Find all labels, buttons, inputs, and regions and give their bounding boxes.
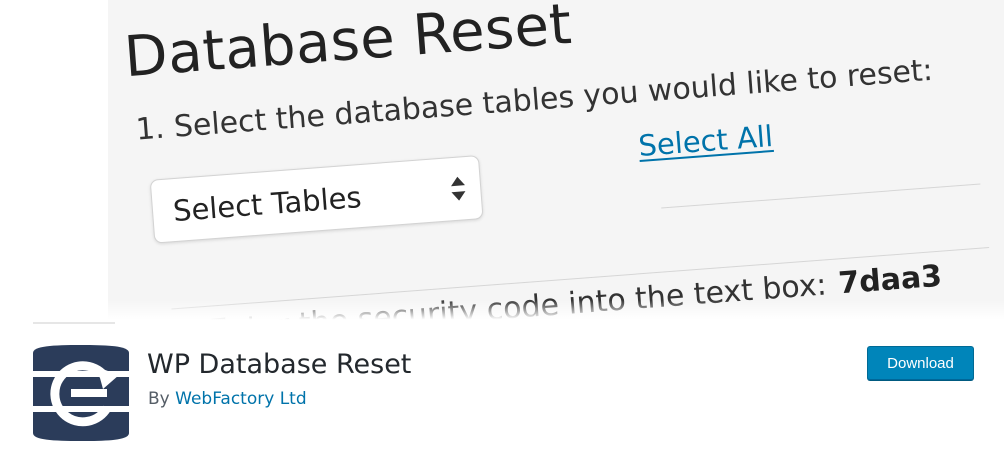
banner-divider bbox=[661, 183, 981, 209]
download-button[interactable]: Download bbox=[867, 346, 974, 381]
plugin-icon bbox=[33, 345, 129, 441]
banner-screenshot: Database Reset 1. Select the database ta… bbox=[122, 0, 990, 323]
select-tables-dropdown[interactable]: Select Tables bbox=[149, 155, 484, 244]
select-all-link[interactable]: Select All bbox=[637, 118, 775, 163]
by-label: By bbox=[148, 389, 170, 409]
plugin-banner: Database Reset 1. Select the database ta… bbox=[0, 0, 1004, 323]
banner-fade bbox=[0, 300, 1004, 323]
up-down-arrows-icon bbox=[451, 176, 466, 201]
select-tables-label: Select Tables bbox=[171, 180, 363, 229]
banner-accent-line bbox=[33, 322, 115, 324]
author-link[interactable]: WebFactory Ltd bbox=[175, 389, 307, 409]
plugin-title: WP Database Reset bbox=[147, 349, 412, 380]
banner-background bbox=[108, 0, 1004, 323]
database-reset-icon bbox=[33, 345, 129, 441]
plugin-byline: By WebFactory Ltd bbox=[148, 389, 307, 409]
